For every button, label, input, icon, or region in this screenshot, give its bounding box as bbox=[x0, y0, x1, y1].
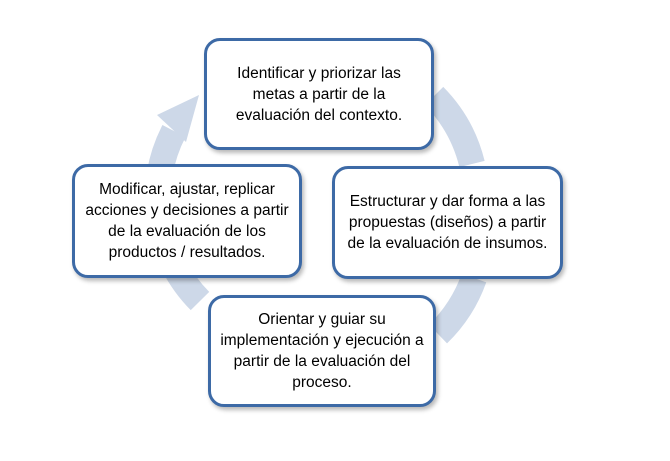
cycle-node-top-label: Identificar y priorizar las metas a part… bbox=[235, 64, 403, 124]
cycle-node-top: Identificar y priorizar las metas a part… bbox=[204, 38, 434, 150]
cycle-node-left-label: Modificar, ajustar, replicar acciones y … bbox=[85, 181, 289, 261]
ring-arc-top-right bbox=[424, 86, 485, 168]
cycle-node-bottom-label: Orientar y guiar su implementación y eje… bbox=[220, 311, 424, 391]
ring-arrowhead-icon bbox=[157, 95, 199, 142]
cycle-node-right: Estructurar y dar forma a las propuestas… bbox=[332, 166, 563, 279]
cycle-node-right-label: Estructurar y dar forma a las propuestas… bbox=[347, 193, 548, 252]
cycle-node-bottom: Orientar y guiar su implementación y eje… bbox=[208, 295, 436, 407]
ring-arc-bottom-right bbox=[428, 273, 487, 344]
cycle-node-left: Modificar, ajustar, replicar acciones y … bbox=[72, 164, 302, 278]
